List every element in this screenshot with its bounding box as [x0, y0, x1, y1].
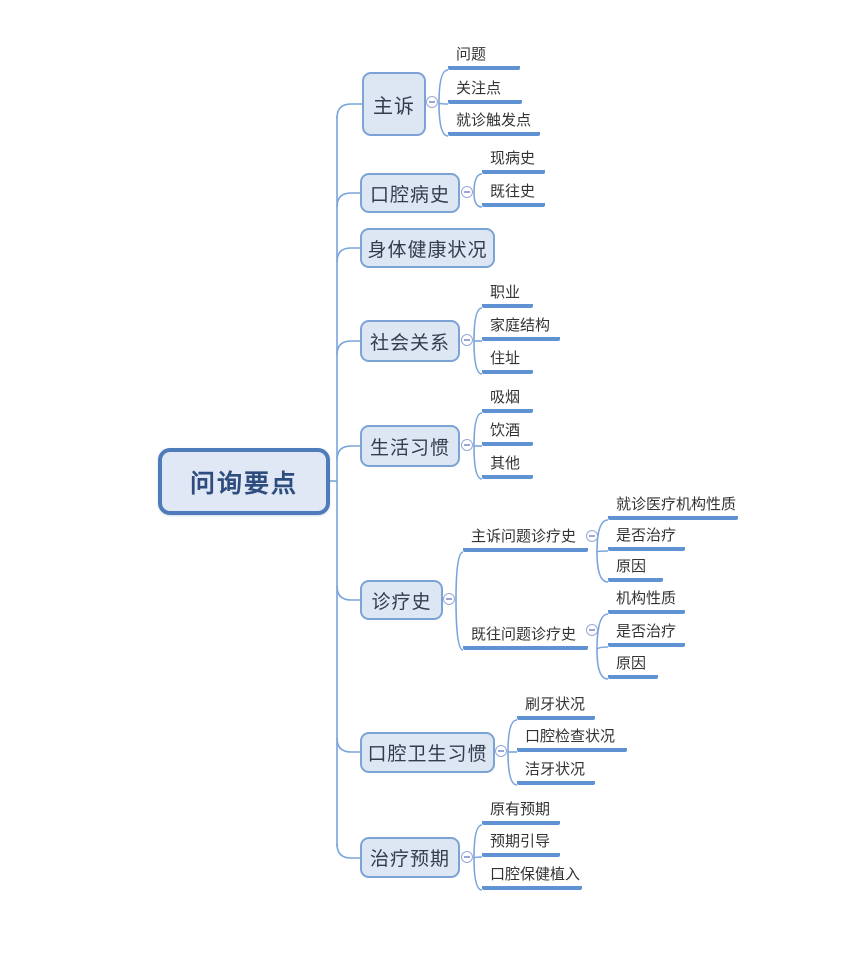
collapse-button[interactable] [495, 745, 507, 757]
minus-icon [589, 629, 595, 631]
leaf-reason[interactable]: 原因 [608, 557, 663, 582]
leaf-smoking[interactable]: 吸烟 [482, 388, 533, 413]
branch-label: 口腔卫生习惯 [367, 744, 488, 765]
branch-treatment-history[interactable]: 诊疗史 [360, 580, 443, 620]
root-topic[interactable]: 问询要点 [158, 448, 330, 515]
branch-label: 生活习惯 [369, 437, 450, 459]
branch-label: 口腔病史 [369, 184, 450, 206]
minus-icon [464, 339, 470, 341]
collapse-button[interactable] [586, 530, 598, 542]
leaf-oral-care-introduction[interactable]: 口腔保健植入 [482, 865, 582, 890]
minus-icon [464, 444, 470, 446]
leaf-teeth-cleaning-status[interactable]: 洁牙状况 [517, 760, 595, 785]
branch-label: 主诉 [373, 95, 415, 118]
minus-icon [464, 856, 470, 858]
leaf-past-problem-treatment-history[interactable]: 既往问题诊疗史 [463, 625, 588, 650]
leaf-oral-exam-status[interactable]: 口腔检查状况 [517, 727, 627, 752]
branch-label: 身体健康状况 [367, 239, 488, 261]
collapse-button[interactable] [586, 624, 598, 636]
root-topic-label: 问询要点 [189, 469, 298, 498]
leaf-drinking[interactable]: 饮酒 [482, 421, 533, 446]
leaf-reason[interactable]: 原因 [608, 654, 658, 679]
branch-social-relations[interactable]: 社会关系 [360, 320, 460, 362]
leaf-focus-points[interactable]: 关注点 [448, 79, 522, 104]
branch-label: 诊疗史 [371, 591, 432, 613]
branch-label: 社会关系 [369, 332, 450, 354]
leaf-other[interactable]: 其他 [482, 454, 533, 479]
branch-chief-complaint[interactable]: 主诉 [362, 72, 426, 136]
branch-label: 治疗预期 [369, 849, 450, 870]
leaf-brushing-status[interactable]: 刷牙状况 [517, 695, 595, 720]
leaf-expectation-guidance[interactable]: 预期引导 [482, 832, 560, 857]
leaf-address[interactable]: 住址 [482, 349, 533, 374]
collapse-button[interactable] [461, 186, 473, 198]
leaf-original-expectation[interactable]: 原有预期 [482, 800, 560, 825]
branch-physical-health[interactable]: 身体健康状况 [360, 228, 495, 268]
leaf-family-structure[interactable]: 家庭结构 [482, 316, 560, 341]
leaf-treated-or-not[interactable]: 是否治疗 [608, 622, 685, 647]
collapse-button[interactable] [426, 96, 438, 108]
branch-living-habits[interactable]: 生活习惯 [360, 425, 460, 467]
leaf-problem[interactable]: 问题 [448, 45, 520, 70]
minus-icon [589, 535, 595, 537]
collapse-button[interactable] [461, 439, 473, 451]
collapse-button[interactable] [443, 593, 455, 605]
minus-icon [446, 598, 452, 600]
leaf-chief-complaint-treatment-history[interactable]: 主诉问题诊疗史 [463, 527, 588, 552]
collapse-button[interactable] [461, 851, 473, 863]
leaf-institution-nature[interactable]: 机构性质 [608, 589, 685, 614]
collapse-button[interactable] [461, 334, 473, 346]
branch-oral-hygiene-habits[interactable]: 口腔卫生习惯 [360, 732, 495, 773]
leaf-present-illness[interactable]: 现病史 [482, 149, 545, 174]
leaf-visit-trigger[interactable]: 就诊触发点 [448, 111, 540, 136]
leaf-institution-nature-visited[interactable]: 就诊医疗机构性质 [608, 495, 738, 520]
minus-icon [464, 191, 470, 193]
branch-oral-history[interactable]: 口腔病史 [360, 173, 460, 213]
leaf-treated-or-not[interactable]: 是否治疗 [608, 526, 685, 551]
leaf-past-history[interactable]: 既往史 [482, 182, 545, 207]
leaf-occupation[interactable]: 职业 [482, 283, 533, 308]
minus-icon [498, 750, 504, 752]
branch-treatment-expectation[interactable]: 治疗预期 [360, 837, 460, 878]
minus-icon [429, 101, 435, 103]
